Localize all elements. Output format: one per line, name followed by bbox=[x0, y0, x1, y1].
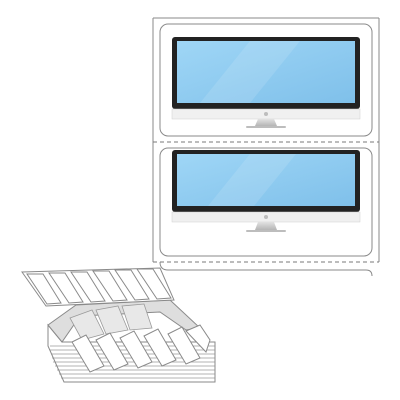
label-1 bbox=[159, 23, 373, 137]
monitor-icon bbox=[171, 37, 361, 128]
label-liner-strip bbox=[152, 17, 380, 350]
fanfold-stack bbox=[21, 267, 216, 383]
label-2 bbox=[159, 147, 373, 257]
stack-top-labels bbox=[26, 268, 172, 305]
perforation-lines bbox=[153, 141, 379, 263]
monitor-icon bbox=[171, 150, 361, 232]
stack-bottom-labels bbox=[71, 324, 211, 373]
